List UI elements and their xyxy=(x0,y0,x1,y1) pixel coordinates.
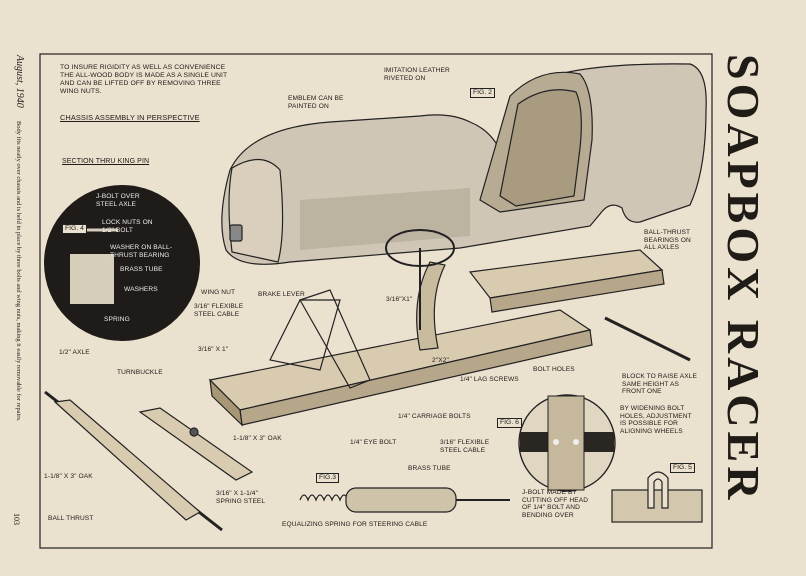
intro-line-2: THE ALL-WOOD BODY IS MADE AS A SINGLE UN… xyxy=(60,72,228,79)
front-axle xyxy=(44,390,254,532)
fig3-tag: FIG.3 xyxy=(316,473,339,483)
lag-screws-label: 1/4" LAG SCREWS xyxy=(460,376,519,383)
spring-steel-2: SPRING STEEL xyxy=(216,497,266,505)
fig4-lock-2: 1/2" BOLT xyxy=(102,226,133,234)
block-raise-1: BLOCK TO RAISE AXLE xyxy=(622,373,697,380)
widening-1: BY WIDENING BOLT xyxy=(620,405,685,412)
bearings-1: BALL-THRUST xyxy=(644,229,691,236)
fig4-washers: WASHERS xyxy=(124,286,158,293)
article-title-text: SOAPBOX RACER xyxy=(718,54,769,504)
flex-cable-b-1: 3/16" FLEXIBLE xyxy=(440,439,490,446)
carriage-bolts-label: 1/4" CARRIAGE BOLTS xyxy=(398,413,471,420)
block-raise-label: BLOCK TO RAISE AXLE SAME HEIGHT AS FRONT… xyxy=(622,373,697,396)
turnbuckle-label: TURNBUCKLE xyxy=(117,369,163,376)
fig6-tag: FIG. 6 xyxy=(497,418,522,428)
bearings-label: BALL-THRUST BEARINGS ON ALL AXLES xyxy=(644,229,691,252)
jbolt-made-2: CUTTING OFF HEAD xyxy=(522,496,589,504)
fig2-tag: FIG. 2 xyxy=(470,88,495,98)
fig4-jbolt-2: STEEL AXLE xyxy=(96,200,136,208)
flex-cable-label: 3/16" FLEXIBLE STEEL CABLE xyxy=(194,303,243,318)
widening-3: IS POSSIBLE FOR xyxy=(620,420,678,428)
fig4-spring: SPRING xyxy=(104,316,130,323)
flex-cable-b-2: STEEL CABLE xyxy=(440,446,486,454)
bolt-316-a-label: 3/16"X1" xyxy=(386,296,413,303)
intro-line-3: AND CAN BE LIFTED OFF BY REMOVING THREE xyxy=(60,80,221,87)
jbolt-made-4: BENDING OVER xyxy=(522,511,574,519)
emblem-label: EMBLEM CAN BE PAINTED ON xyxy=(288,95,344,110)
widening-4: ALIGNING WHEELS xyxy=(620,427,683,435)
half-axle-label: 1/2" AXLE xyxy=(59,349,90,356)
jbolt-made-3: OF 1/4" BOLT AND xyxy=(522,504,580,512)
bearings-2: BEARINGS ON xyxy=(644,236,691,244)
side-caption: Body fits neatly over chassis and is hel… xyxy=(15,121,22,422)
emblem-1: EMBLEM CAN BE xyxy=(288,95,344,102)
fig4-wb-2: THRUST BEARING xyxy=(110,251,170,259)
fig4-wb-1: WASHER ON BALL- xyxy=(110,244,173,251)
page-number: 103 xyxy=(12,513,21,525)
oak-label: 1-1/8" X 3" OAK xyxy=(233,435,282,442)
jbolt-made-1: J-BOLT MADE BY xyxy=(522,489,578,496)
fig4-lock-nuts: LOCK NUTS ON 1/2" BOLT xyxy=(102,219,153,234)
spring-steel-label: 3/16" X 1-1/4" SPRING STEEL xyxy=(216,490,265,505)
fig4-tag: FIG. 4 xyxy=(62,224,87,234)
fig3-spring xyxy=(299,487,510,513)
left-margin: August, 1940 Body fits neatly over chass… xyxy=(13,55,31,530)
leather-1: IMITATION LEATHER xyxy=(384,67,450,74)
bearings-3: ALL AXLES xyxy=(644,244,680,252)
flex-cable-1: 3/16" FLEXIBLE xyxy=(194,303,244,310)
jbolt-made-label: J-BOLT MADE BY CUTTING OFF HEAD OF 1/4" … xyxy=(522,489,588,519)
intro-line-4: WING NUTS. xyxy=(60,88,102,95)
eye-bolt-label: 1/4" EYE BOLT xyxy=(350,439,397,446)
leather-2: RIVETED ON xyxy=(384,74,426,82)
widening-2: HOLES, ADJUSTMENT xyxy=(620,412,692,420)
oak-b-label: 1-1/8" X 3" OAK xyxy=(44,473,93,480)
fig4-lock-1: LOCK NUTS ON xyxy=(102,219,153,226)
chassis xyxy=(208,249,665,427)
article-title: SOAPBOX RACER xyxy=(718,54,770,548)
king-pin-heading: SECTION THRU KING PIN xyxy=(62,158,150,165)
block-raise-2: SAME HEIGHT AS xyxy=(622,380,679,388)
fig4-jbolt-1: J-BOLT OVER xyxy=(96,193,140,200)
block-raise-3: FRONT ONE xyxy=(622,388,662,396)
brake-lever-label: BRAKE LEVER xyxy=(258,291,305,298)
widening-label: BY WIDENING BOLT HOLES, ADJUSTMENT IS PO… xyxy=(620,405,692,435)
fig4-jbolt: J-BOLT OVER STEEL AXLE xyxy=(96,193,140,208)
emblem-2: PAINTED ON xyxy=(288,102,329,110)
fig4-washer-ball: WASHER ON BALL- THRUST BEARING xyxy=(110,244,172,259)
bolt-316-b-label: 3/16" X 1" xyxy=(198,346,229,353)
two-by-two-label: 2"X2" xyxy=(432,357,449,364)
brass-tube-label: BRASS TUBE xyxy=(408,465,451,472)
wing-nut-label: WING NUT xyxy=(201,289,236,296)
spring-steel-1: 3/16" X 1-1/4" xyxy=(216,490,259,497)
chassis-heading: CHASSIS ASSEMBLY IN PERSPECTIVE xyxy=(60,113,200,122)
equalizing-label: EQUALIZING SPRING FOR STEERING CABLE xyxy=(282,521,428,528)
bolt-holes-label: BOLT HOLES xyxy=(533,366,575,373)
flex-cable-2: STEEL CABLE xyxy=(194,310,240,318)
intro-note: TO INSURE RIGIDITY AS WELL AS CONVENIENC… xyxy=(60,64,227,96)
issue-date: August, 1940 xyxy=(14,55,25,108)
leather-label: IMITATION LEATHER RIVETED ON xyxy=(384,67,450,82)
flex-cable-b-label: 3/16" FLEXIBLE STEEL CABLE xyxy=(440,439,489,454)
fig5-tag: FIG. 5 xyxy=(670,463,695,473)
ball-thrust-label: BALL THRUST xyxy=(48,515,94,522)
intro-line-1: TO INSURE RIGIDITY AS WELL AS CONVENIENC… xyxy=(60,64,226,71)
fig5-part xyxy=(611,471,703,523)
fig4-brass-tube: BRASS TUBE xyxy=(120,266,163,273)
